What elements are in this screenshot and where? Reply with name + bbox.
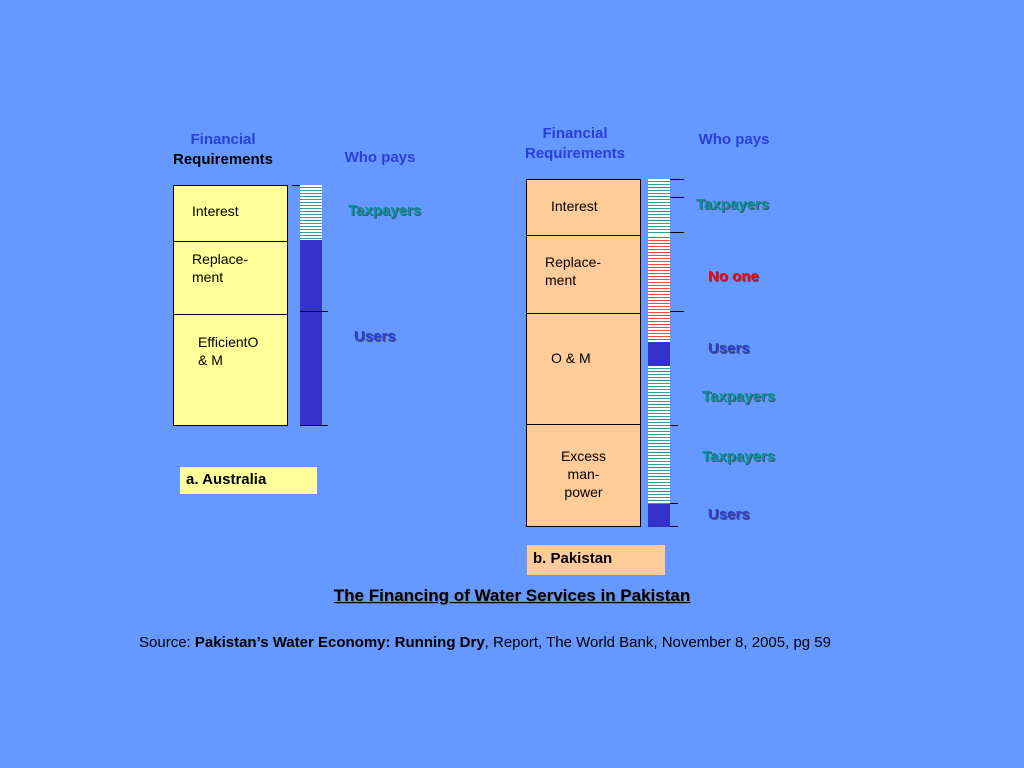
pakistan-tick xyxy=(670,503,678,504)
pakistan-payer-taxpayers: Taxpayers xyxy=(702,388,776,405)
pakistan-segment-label: Excess man- power xyxy=(560,448,607,500)
source-rest: , Report, The World Bank, November 8, 20… xyxy=(484,634,831,651)
australia-financial-header-line1: Financial xyxy=(190,131,256,148)
australia-tick xyxy=(300,425,328,426)
pakistan-payer-taxpayers: Taxpayers xyxy=(702,448,776,465)
pakistan-tick xyxy=(670,425,678,426)
pakistan-tick xyxy=(670,526,678,527)
pakistan-tick xyxy=(670,311,684,312)
pakistan-bar-no-one xyxy=(648,235,670,342)
pakistan-bar-users xyxy=(648,342,670,366)
australia-payer-users: Users xyxy=(354,328,396,345)
pakistan-segment-excess: Excess man- power xyxy=(527,425,640,526)
pakistan-payer-users: Users xyxy=(708,506,750,523)
australia-who-pays-header: Who pays xyxy=(344,149,416,166)
pakistan-caption: b. Pakistan xyxy=(527,545,665,575)
pakistan-requirements-box: Interest Replace- ment O & M Excess man-… xyxy=(526,179,641,527)
pakistan-bar-users-lower xyxy=(648,504,670,527)
pakistan-payer-no-one: No one xyxy=(708,268,759,285)
australia-bar-taxpayers xyxy=(300,185,322,240)
australia-segment-label: EfficientO & M xyxy=(198,334,259,368)
pakistan-tick xyxy=(670,179,684,180)
australia-segment-interest: Interest xyxy=(174,186,287,242)
australia-segment-label: Interest xyxy=(192,203,239,219)
australia-segment-replacement: Replace- ment xyxy=(174,242,287,315)
pakistan-payer-taxpayers: Taxpayers xyxy=(696,196,770,213)
pakistan-segment-label: Interest xyxy=(551,198,598,214)
pakistan-payer-users: Users xyxy=(708,340,750,357)
australia-payer-taxpayers: Taxpayers xyxy=(348,202,422,219)
pakistan-bar-taxpayers xyxy=(648,179,670,235)
pakistan-who-pays-header: Who pays xyxy=(698,131,770,148)
pakistan-segment-interest: Interest xyxy=(527,180,640,236)
pakistan-financial-header-line2: Requirements xyxy=(524,145,626,162)
pakistan-segment-om: O & M xyxy=(527,314,640,425)
australia-tick xyxy=(300,311,328,312)
australia-bar-users xyxy=(300,240,322,426)
australia-caption: a. Australia xyxy=(180,467,317,494)
pakistan-financial-header: Financial Requirements xyxy=(505,124,645,164)
pakistan-bar-taxpayers-lower xyxy=(648,366,670,504)
australia-financial-header: Financial Requirements xyxy=(158,130,288,170)
pakistan-tick xyxy=(670,232,684,233)
australia-financial-header-line2: Requirements xyxy=(172,151,274,168)
pakistan-segment-label: O & M xyxy=(551,350,591,366)
australia-segment-label: Replace- ment xyxy=(192,251,249,285)
slide-title: The Financing of Water Services in Pakis… xyxy=(333,586,691,605)
pakistan-segment-replacement: Replace- ment xyxy=(527,236,640,314)
pakistan-segment-label: Replace- ment xyxy=(545,254,602,288)
pakistan-financial-header-line1: Financial xyxy=(542,125,608,142)
australia-segment-om: EfficientO & M xyxy=(174,315,287,425)
source-citation: Source: Pakistan’s Water Economy: Runnin… xyxy=(120,632,850,653)
australia-requirements-box: Interest Replace- ment EfficientO & M xyxy=(173,185,288,426)
australia-tick xyxy=(292,185,300,186)
pakistan-tick xyxy=(670,197,684,198)
source-prefix: Source: xyxy=(139,634,195,651)
source-work: Pakistan’s Water Economy: Running Dry xyxy=(194,634,485,651)
